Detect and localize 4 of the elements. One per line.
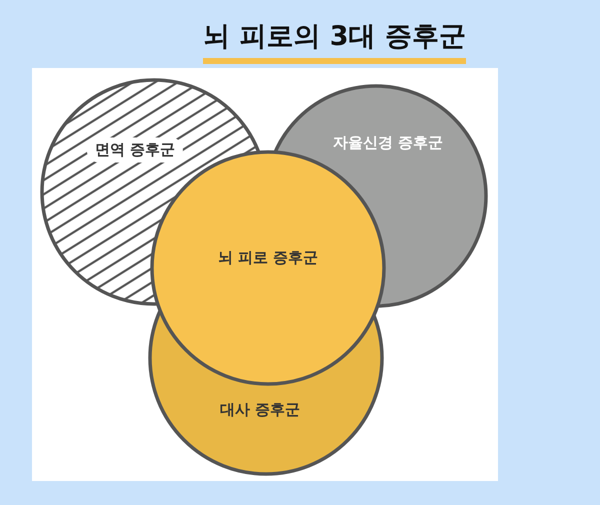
circle-label: 뇌 피로 증후군 xyxy=(218,248,318,268)
circle-label: 대사 증후군 xyxy=(220,400,300,420)
circle-label: 자율신경 증후군 xyxy=(332,134,444,152)
circle-label: 면역 증후군 xyxy=(86,138,184,162)
